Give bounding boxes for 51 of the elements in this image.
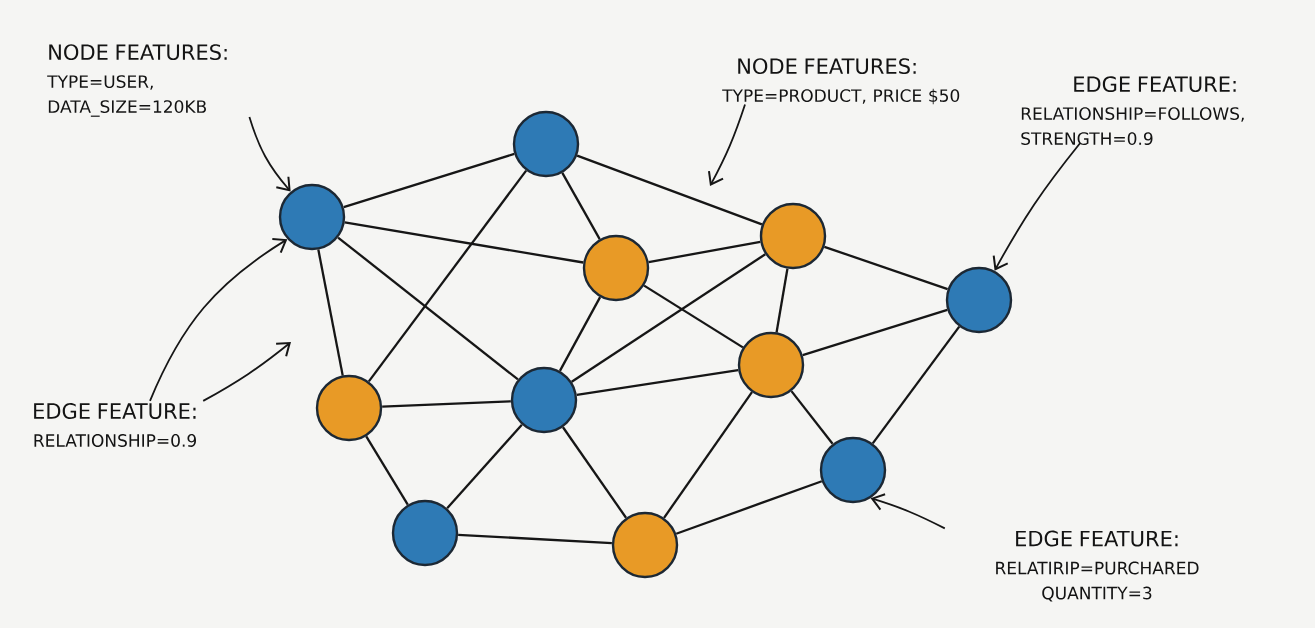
graph-node xyxy=(315,374,383,442)
graph-edge xyxy=(675,480,823,535)
graph-node xyxy=(510,366,578,434)
graph-edge xyxy=(648,240,761,264)
leader-arrow xyxy=(870,493,946,530)
graph-edge xyxy=(337,236,519,381)
annotation-heading: EDGE FEATURE: xyxy=(1016,530,1178,547)
annotation-text: TYPE=USER, DATA_SIZE=120KB xyxy=(47,75,206,117)
graph-node xyxy=(278,183,346,251)
annotation-heading: NODE FEATURES: xyxy=(738,58,916,75)
leader-arrow xyxy=(992,142,1081,271)
graph-edge xyxy=(790,390,834,445)
graph-edge xyxy=(367,169,528,383)
graph-node xyxy=(391,499,459,567)
annotation-heading: EDGE FEATURE: xyxy=(1074,76,1236,93)
graph-node xyxy=(945,266,1013,334)
graph-edge xyxy=(343,152,515,209)
graph-edge xyxy=(663,391,753,519)
graph-node xyxy=(819,436,887,504)
annotation-text: RELATIONSHIP=0.9 xyxy=(34,434,196,447)
graph-edge xyxy=(344,221,584,264)
leader-arrow xyxy=(707,103,746,186)
leader-arrow xyxy=(248,116,291,192)
graph-node xyxy=(759,202,827,270)
graph-edge xyxy=(365,435,409,506)
leader-arrow xyxy=(202,342,291,402)
graph-edge xyxy=(824,245,948,291)
graph-edge xyxy=(871,325,961,444)
graph-node xyxy=(582,234,650,302)
leader-arrow xyxy=(271,238,288,254)
graph-edge xyxy=(558,296,602,372)
graph-edge xyxy=(576,154,763,226)
graph-node xyxy=(611,511,679,579)
annotation-heading: NODE FEATURES: xyxy=(49,44,227,61)
annotation-text: RELATIRIP=PURCHARED QUANTITY=3 xyxy=(996,561,1199,602)
graph-node xyxy=(737,331,805,399)
graph-edge xyxy=(317,249,344,376)
graph-edge xyxy=(458,533,612,545)
graph-edge xyxy=(561,172,601,240)
annotation-text: TYPE=PRODUCT, PRICE $50 xyxy=(722,88,960,105)
graph-edge xyxy=(446,423,523,509)
annotation-text: RELATIONSHIP=FOLLOWS, STRENGTH=0.9 xyxy=(1021,107,1244,145)
graph-edge xyxy=(382,400,511,408)
graph-node xyxy=(512,110,580,178)
graph-edge xyxy=(562,426,627,519)
graph-edge xyxy=(576,368,739,397)
graph-edge xyxy=(643,284,744,349)
graph-edge xyxy=(571,253,766,383)
graph-edge xyxy=(802,308,948,357)
annotation-heading: EDGE FEATURE: xyxy=(34,403,196,419)
graph-edge xyxy=(775,268,789,333)
